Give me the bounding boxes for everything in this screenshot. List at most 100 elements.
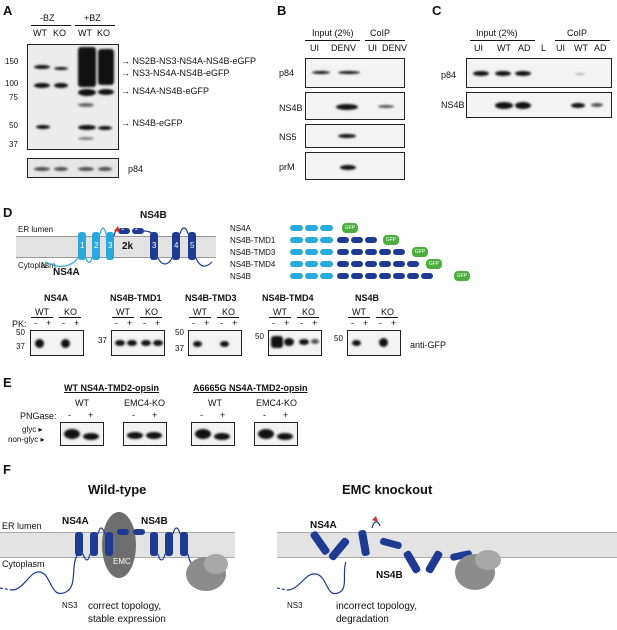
pk-minus: - [379, 318, 382, 328]
pngase-blot [123, 422, 167, 446]
pk-blot-tmd4 [268, 330, 322, 356]
loading-blot-a [27, 158, 119, 178]
band-label: → NS2B-NS3-NS4A-NS4B-eGFP [121, 56, 257, 66]
pngase-blot [60, 422, 104, 446]
lane-label: DENV [382, 43, 408, 53]
wt-caption-line1: correct topology, [88, 601, 162, 612]
panel-label-d: D [3, 205, 13, 220]
cell-label: KO [222, 307, 236, 317]
lane-label: WT [574, 43, 588, 53]
construct-label: NS4B-TMD4 [230, 260, 276, 269]
header-coip: CoIP [370, 28, 391, 38]
pk-plus: + [284, 318, 290, 328]
row-label: NS5 [279, 132, 297, 142]
pk-label: PK: [12, 319, 27, 329]
cytoplasm-label: Cytoplasm [2, 559, 45, 569]
lane-label: L [541, 43, 547, 53]
er-lumen-label: ER lumen [18, 225, 54, 234]
panel-label-c: C [432, 3, 442, 18]
pk-blot-ns4b [347, 330, 401, 356]
pk-blot-tmd3 [188, 330, 242, 356]
lane-label: UI [310, 43, 319, 53]
mw-marker: 150 [5, 57, 19, 66]
ko-title: EMC knockout [342, 482, 433, 497]
tmd-number: 1 [121, 226, 125, 232]
lane-label: UI [474, 43, 483, 53]
header-input: Input (2%) [312, 28, 354, 38]
cell-label: WT [352, 307, 366, 317]
cell-line-label: EMC4-KO [256, 398, 298, 408]
ns4a-label: NS4A [53, 267, 80, 278]
blot-title: NS4B [355, 293, 380, 303]
row-label: prM [279, 162, 295, 172]
mw-marker: 75 [9, 93, 18, 102]
pngase-blot [191, 422, 235, 446]
mw-marker: 37 [9, 140, 18, 149]
pk-plus: + [204, 318, 210, 328]
pk-blot-tmd1 [111, 330, 165, 356]
pk-minus: - [272, 318, 275, 328]
ns4a-label: NS4A [310, 520, 337, 531]
group-label-minus-bz: -BZ [40, 13, 55, 23]
emc-complex [102, 512, 136, 578]
mw-marker: 50 [9, 121, 18, 130]
pngase-minus: - [132, 410, 135, 420]
wt-caption-line2: stable expression [88, 614, 166, 625]
row-label: p84 [441, 70, 457, 80]
pngase-minus: - [263, 410, 266, 420]
mw-marker: 50 [175, 328, 184, 337]
blot-b-p84 [305, 58, 405, 88]
blot-b-ns4b [305, 92, 405, 120]
cell-line-label: WT [75, 398, 89, 408]
mw-marker: 50 [16, 328, 25, 337]
blot-title: NS4B-TMD4 [262, 293, 314, 303]
mw-marker: 37 [16, 342, 25, 351]
pngase-plus: + [283, 410, 289, 420]
panel-label-a: A [3, 3, 13, 18]
n-terminus-label: N [41, 261, 47, 270]
construct-title-mutant: A6665G NS4A-TMD2-opsin [193, 383, 308, 393]
wt-title: Wild-type [88, 482, 147, 497]
tmd-number: 2 [135, 226, 139, 232]
gfp-tag: GFP [385, 237, 397, 243]
loading-control-label: p84 [128, 164, 144, 174]
antibody-label: anti-GFP [410, 340, 447, 350]
construct-label: NS4A [230, 224, 251, 233]
cell-label: WT [273, 307, 287, 317]
lane-label: WT [78, 28, 92, 38]
pngase-label: PNGase: [20, 411, 57, 421]
cell-label: WT [116, 307, 130, 317]
row-label: NS4B [279, 103, 303, 113]
pngase-blot [254, 422, 298, 446]
lane-label: UI [368, 43, 377, 53]
tmd-number: 3 [108, 241, 113, 250]
ko-caption-line1: incorrect topology, [336, 601, 417, 612]
band-label: → NS3-NS4A-NS4B-eGFP [121, 68, 230, 78]
pk-plus: + [127, 318, 133, 328]
lane-label: DENV [331, 43, 357, 53]
er-lumen-label: ER lumen [2, 521, 42, 531]
panel-label-e: E [3, 375, 12, 390]
western-blot-a [27, 44, 119, 150]
cell-label: KO [302, 307, 316, 317]
mw-marker: 37 [98, 336, 107, 345]
blot-title: NS4A [44, 293, 69, 303]
pngase-plus: + [88, 410, 94, 420]
2k-label: 2k [122, 241, 134, 252]
header-input: Input (2%) [476, 28, 518, 38]
nonglyc-marker: non-glyc ▸ [8, 435, 45, 444]
construct-label: NS4B [230, 272, 251, 281]
tmd-number: 4 [174, 241, 179, 250]
header-coip: CoIP [567, 28, 588, 38]
mw-marker: 50 [255, 332, 264, 341]
lane-label: KO [97, 28, 111, 38]
cell-label: KO [381, 307, 395, 317]
pk-plus: + [363, 318, 369, 328]
pk-blot-ns4a [30, 330, 84, 356]
cell-label: WT [35, 307, 49, 317]
blot-b-ns5 [305, 124, 405, 148]
er-membrane [16, 236, 216, 258]
mw-marker: 37 [175, 344, 184, 353]
pk-plus: + [46, 318, 52, 328]
